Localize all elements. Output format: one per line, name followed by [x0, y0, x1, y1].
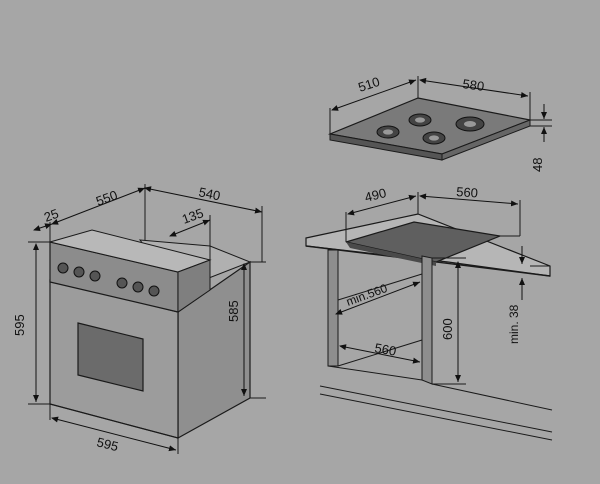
dim-line-135: [169, 219, 211, 237]
dim-label-595-h: 595: [95, 434, 120, 454]
knob-3: [89, 270, 101, 282]
burner-1-cap: [383, 129, 393, 135]
dim-label-min560: min.560: [344, 281, 389, 309]
dim-line-550: [51, 187, 146, 225]
dim-line-490: [347, 194, 417, 216]
oven-control-panel-side: [177, 259, 211, 313]
oven-knobs: [57, 262, 160, 297]
knob-4: [116, 277, 128, 289]
cutout-drawing: 490 560 min.560 560 600 min. 38: [305, 184, 553, 441]
dim-label-25: 25: [42, 206, 61, 225]
dim-label-135: 135: [180, 205, 206, 227]
dim-label-min38: min. 38: [507, 304, 521, 344]
hob-burners: [376, 113, 485, 145]
knob-2: [73, 266, 85, 278]
hob-drawing: 510 580 48: [327, 74, 552, 172]
cutout-front-shadow: [346, 242, 436, 266]
oven-window: [77, 322, 144, 392]
dim-label-595-v: 595: [12, 314, 27, 336]
oven-drawing: 25 550 540 135 595 585 595: [12, 184, 266, 454]
dim-line-25: [33, 223, 53, 231]
dim-label-560-top: 560: [456, 184, 479, 200]
dim-label-585: 585: [226, 300, 241, 322]
dim-label-540: 540: [197, 184, 221, 203]
cabinet-right-wall: [421, 255, 433, 385]
dim-line-540: [144, 186, 263, 214]
dim-line-510: [331, 79, 417, 111]
knob-1: [57, 262, 69, 274]
burner-2-cap: [415, 117, 425, 123]
dim-line-560-top: [419, 193, 519, 207]
knob-6: [148, 285, 160, 297]
burner-3-cap: [429, 135, 439, 141]
knob-5: [132, 281, 144, 293]
dim-label-510: 510: [356, 74, 381, 95]
dim-label-600: 600: [440, 318, 455, 340]
dim-label-48: 48: [530, 158, 545, 172]
burner-4-cap: [464, 121, 476, 127]
dim-line-595-h: [51, 416, 177, 452]
dim-label-560-bottom: 560: [373, 340, 397, 359]
dim-label-580: 580: [462, 76, 486, 94]
cabinet-left-wall: [327, 249, 339, 367]
dim-line-min560: [335, 281, 421, 315]
dim-line-580: [419, 77, 529, 98]
dim-label-490: 490: [363, 185, 388, 205]
dim-label-550: 550: [94, 187, 120, 209]
dim-line-560-bottom: [339, 344, 421, 364]
